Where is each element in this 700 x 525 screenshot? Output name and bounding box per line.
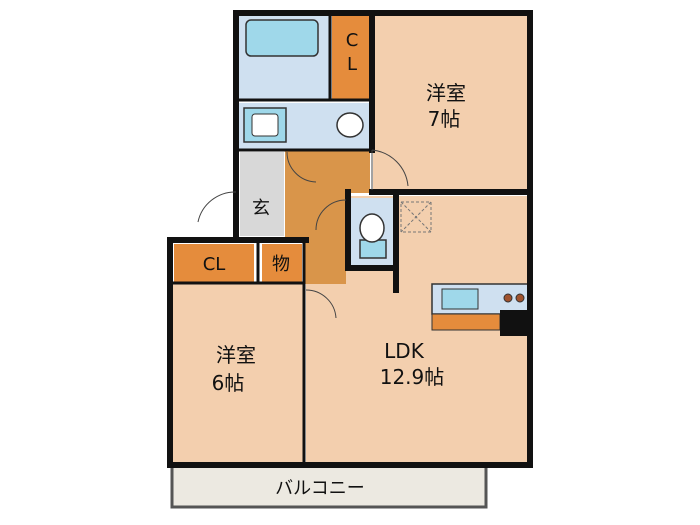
western-room-7-floor xyxy=(373,16,528,192)
balcony-label: バルコニー xyxy=(275,478,365,499)
ceiling-hatch-line xyxy=(400,201,432,233)
washbasin-bowl-icon xyxy=(251,113,279,137)
kitchen-sink-icon xyxy=(441,288,479,310)
stove-burner-icon xyxy=(515,293,525,303)
closet-top-label-l: L xyxy=(347,54,357,75)
walls xyxy=(167,10,533,468)
door-swings xyxy=(197,149,409,319)
closet-left-label: CL xyxy=(203,254,226,275)
toilet-bowl-icon xyxy=(336,112,364,138)
kitchen-cabinet xyxy=(431,313,501,331)
bathtub-icon xyxy=(245,19,319,57)
closet-top-label-c: C xyxy=(346,30,359,51)
closet-top-area xyxy=(332,16,372,100)
toilet-seat-icon xyxy=(359,213,385,243)
closet-left-area xyxy=(174,244,254,282)
storage-label: 物 xyxy=(272,254,290,275)
western-room-7-name: 洋室 xyxy=(426,81,466,105)
entrance-tile xyxy=(240,152,284,236)
storage-area xyxy=(262,244,302,282)
hallway-floor xyxy=(285,150,370,284)
ceiling-hatch-icon xyxy=(400,201,432,233)
balcony-area xyxy=(170,463,488,509)
entrance-label: 玄 xyxy=(252,198,270,219)
western-room-6-size: 6帖 xyxy=(212,371,245,395)
western-room-6-name: 洋室 xyxy=(216,343,256,367)
refrigerator-space xyxy=(500,310,530,336)
ldk-size: 12.9帖 xyxy=(380,365,445,389)
inner-walls xyxy=(170,13,372,465)
western-room-7-size: 7帖 xyxy=(428,107,461,131)
western-room-6-floor xyxy=(172,283,304,463)
stove-burner-icon xyxy=(503,293,513,303)
ldk-name: LDK xyxy=(384,339,425,363)
